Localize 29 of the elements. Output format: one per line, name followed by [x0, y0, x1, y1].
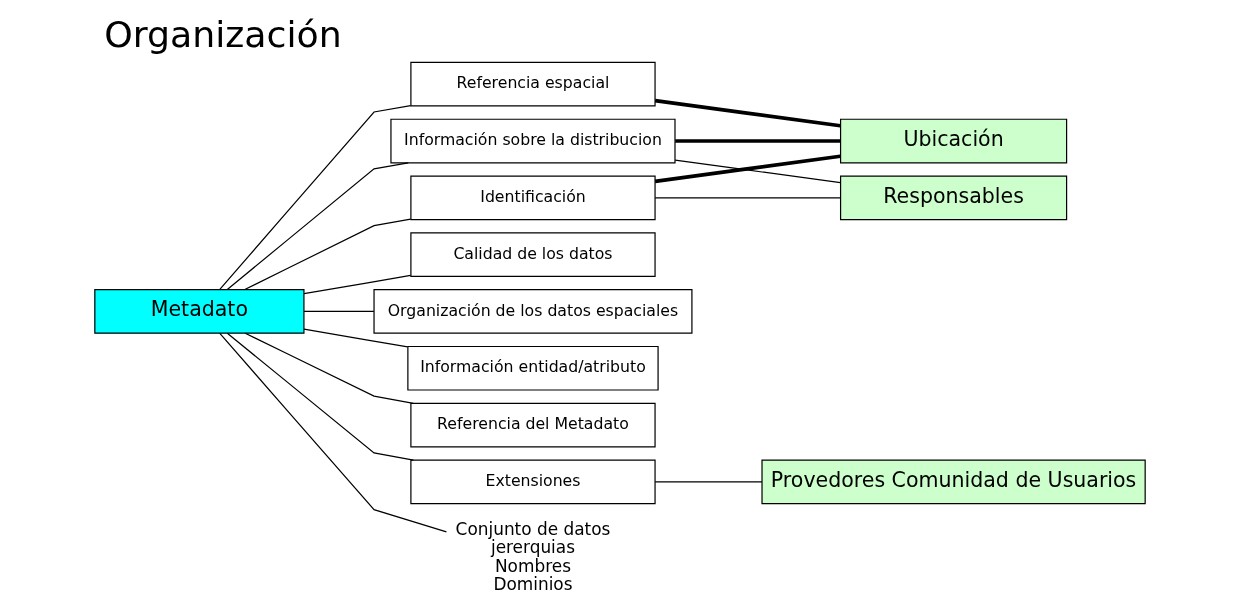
node-box: Ubicación — [839, 118, 1068, 164]
node-box: Referencia espacial — [410, 61, 656, 107]
node-box: Organización de los datos espaciales — [373, 289, 693, 334]
connector — [675, 139, 841, 143]
node-box: Calidad de los datos — [410, 232, 656, 277]
node-text: Conjunto de datos jererquias Nombres Dominios — [455, 519, 611, 594]
node-box: Provedores Comunidad de Usuarios — [761, 459, 1146, 505]
connector — [303, 274, 412, 295]
connector — [219, 332, 448, 533]
connector — [654, 481, 763, 483]
connector — [303, 328, 409, 348]
diagram-title: Organización — [104, 12, 342, 56]
connector — [654, 154, 841, 184]
node-box: Identificación — [410, 175, 656, 221]
node-box: Extensiones — [410, 459, 656, 505]
node-box: Metadato — [94, 289, 305, 334]
node-box: Información sobre la distribucion — [390, 118, 676, 164]
connector — [244, 218, 412, 291]
connector — [244, 332, 415, 404]
connector — [674, 159, 841, 184]
node-box: Responsables — [839, 175, 1068, 221]
node-box: Referencia del Metadato — [410, 402, 656, 448]
connector — [219, 104, 412, 290]
connector — [226, 332, 415, 461]
connector — [226, 162, 409, 291]
connector — [303, 310, 375, 313]
connector — [654, 197, 841, 199]
connector — [654, 98, 841, 128]
node-box: Información entidad/atributo — [407, 345, 659, 391]
